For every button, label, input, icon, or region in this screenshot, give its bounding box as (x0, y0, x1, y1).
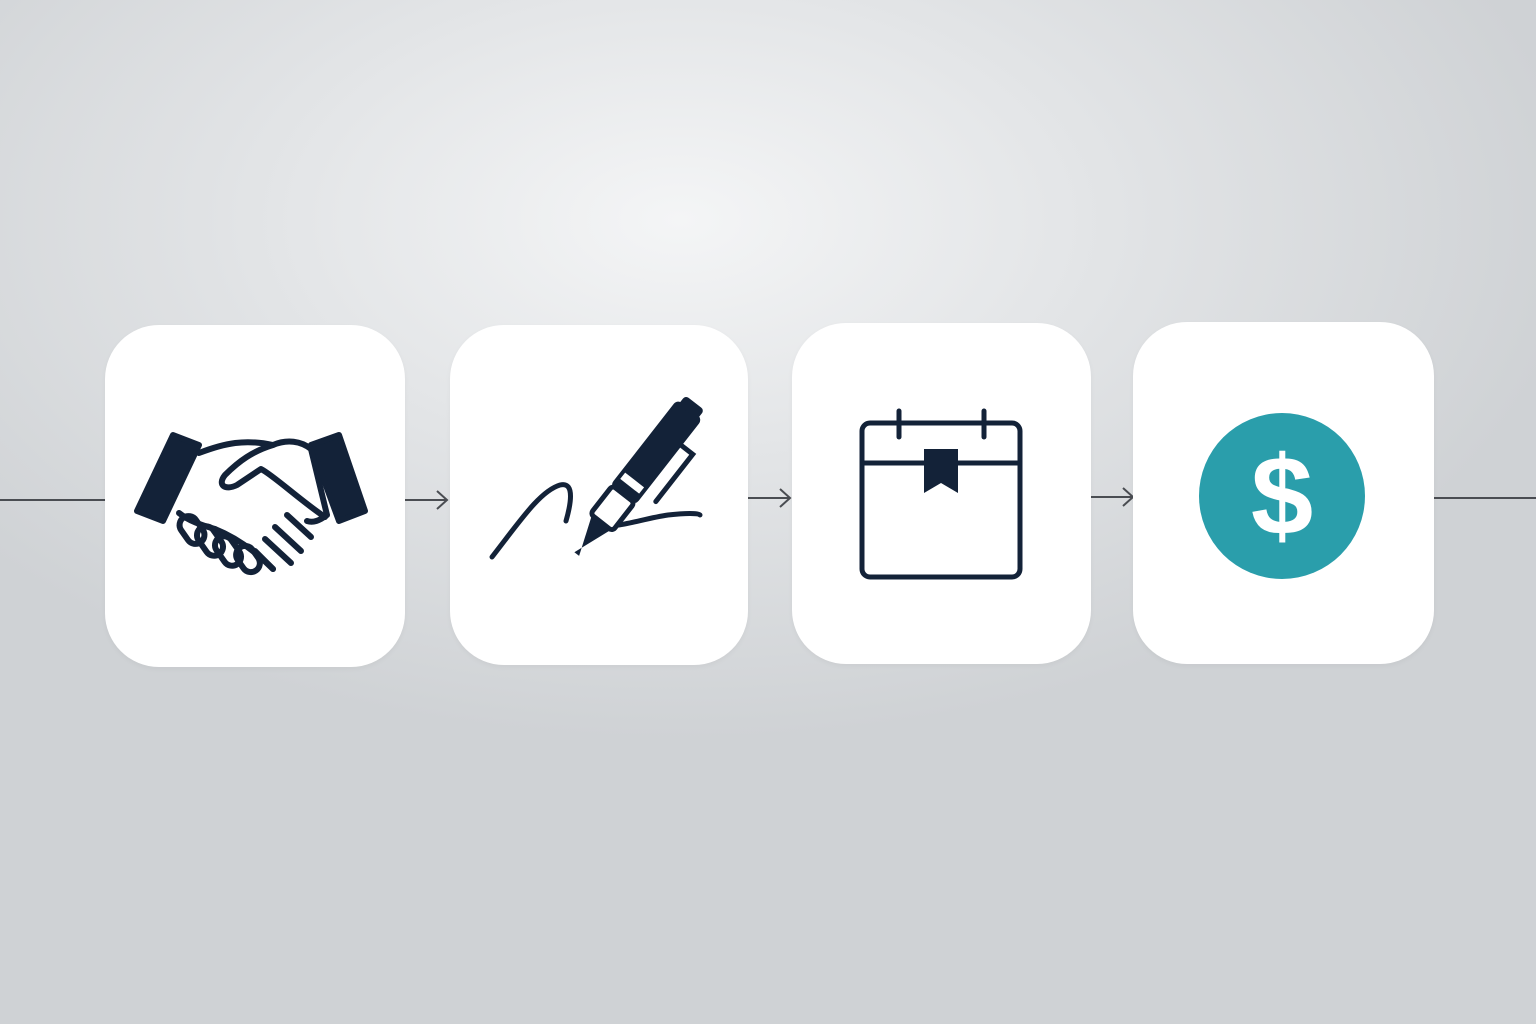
lead-line-left (0, 499, 106, 501)
dollar-coin-icon: $ (1199, 413, 1365, 579)
step-card-agreement (105, 325, 405, 667)
handshake-icon (134, 432, 368, 576)
calendar-icon (859, 408, 1023, 580)
step-card-signing (450, 325, 748, 665)
step-card-schedule (792, 323, 1091, 664)
arrow-right-icon (405, 490, 449, 510)
dollar-symbol: $ (1251, 433, 1313, 558)
arrow-right-icon (748, 488, 792, 508)
pen-signature-icon (489, 396, 703, 560)
lead-line-right (1434, 497, 1536, 499)
step-card-payment: $ (1133, 322, 1434, 664)
arrow-right-icon (1091, 487, 1135, 507)
